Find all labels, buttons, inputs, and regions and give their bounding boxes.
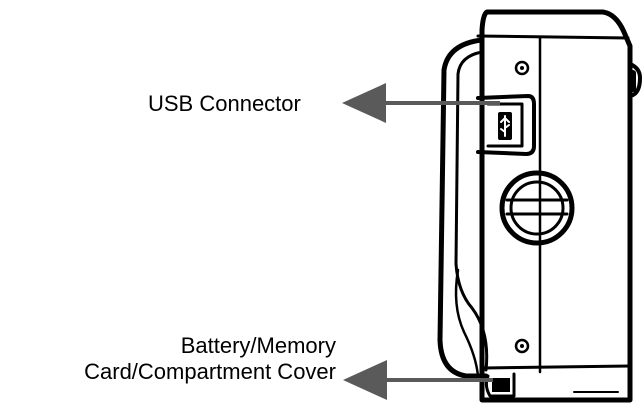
top-band-line <box>476 34 630 40</box>
camera-body-outline <box>479 9 633 403</box>
bottom-screw-dot <box>520 344 524 348</box>
right-bump-fill <box>628 70 636 92</box>
round-dial-inner <box>509 180 565 236</box>
bottom-band-line <box>482 364 632 370</box>
usb-callout-arrow <box>342 83 500 123</box>
battery-cover-label-line1: Battery/Memory <box>180 333 336 358</box>
round-dial-outer <box>499 170 575 246</box>
top-screw-dot <box>520 66 524 70</box>
battery-cover-label: Battery/Memory Card/Compartment Cover <box>84 333 336 385</box>
grip-lower-shape <box>454 268 480 378</box>
usb-connector-label: USB Connector <box>148 91 301 116</box>
grip-inner-curve <box>454 50 489 372</box>
battery-latch-block <box>492 378 510 392</box>
usb-port-housing <box>476 94 536 156</box>
top-screw <box>514 60 530 76</box>
battery-cover-label-line2: Card/Compartment Cover <box>84 359 336 384</box>
grip-outer-curve <box>437 37 489 379</box>
round-dial-slot <box>505 198 569 216</box>
usb-port-inner <box>486 102 524 148</box>
right-bump <box>628 62 642 98</box>
bottom-screw <box>514 338 530 354</box>
usb-symbol-icon <box>500 115 510 137</box>
battery-callout-arrow <box>343 360 493 400</box>
